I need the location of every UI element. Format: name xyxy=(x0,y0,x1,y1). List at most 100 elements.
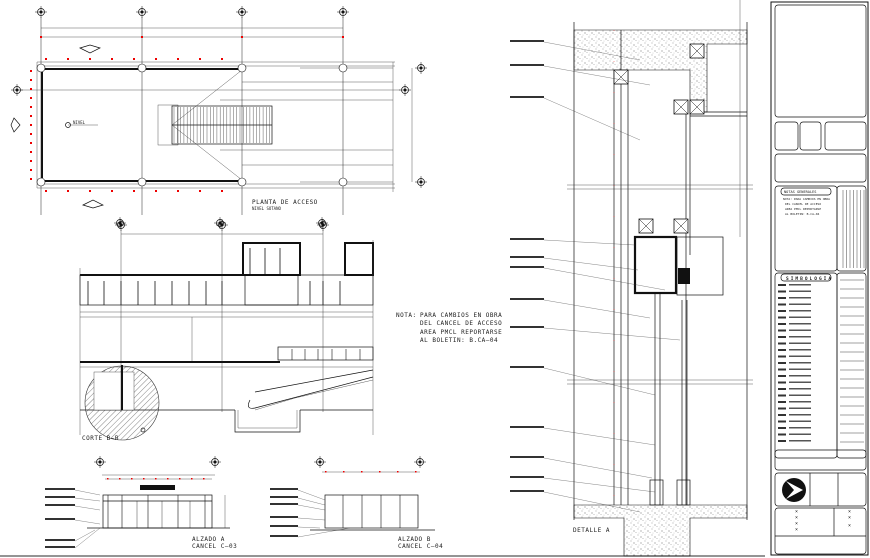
grid-bubble-dot xyxy=(98,460,102,464)
symbol-description xyxy=(789,342,811,344)
note-line: DEL CANCEL DE ACCESO xyxy=(420,320,502,327)
symbol xyxy=(778,427,786,429)
dimension-marker xyxy=(30,178,32,180)
note-line: AL BOLETIN: B.CA—04 xyxy=(420,337,498,344)
annotation-text xyxy=(510,426,544,428)
elevation-b-title: ALZADO B xyxy=(398,536,431,543)
leader-line xyxy=(543,477,656,493)
grid-bubble-dot xyxy=(341,10,345,14)
annotation-text xyxy=(510,298,544,300)
grid-bubble-dot xyxy=(220,223,224,227)
leader-line xyxy=(74,505,101,511)
symbol-description xyxy=(789,323,811,325)
annotation-text xyxy=(270,503,298,505)
general-note: NOTA: PARA CAMBIOS EN OBRA DEL CANCEL DE… xyxy=(396,312,502,344)
section-b-b: CORTE B—B xyxy=(79,219,374,442)
dimension-marker xyxy=(167,478,169,480)
annotation-text xyxy=(510,238,544,240)
plan-subtitle: NIVEL SOTANO xyxy=(252,206,281,211)
leader-line xyxy=(543,327,681,341)
symbol xyxy=(778,342,786,345)
elevation-b-subtitle: CANCEL C—04 xyxy=(398,543,443,550)
elevation-b: ALZADO B CANCEL C—04 xyxy=(270,456,443,550)
dimension-marker xyxy=(30,88,32,90)
dimension-marker xyxy=(415,471,417,473)
symbol xyxy=(778,297,786,299)
dimension-marker xyxy=(143,478,145,480)
symbol xyxy=(778,394,786,397)
annotation-text xyxy=(45,504,75,506)
symbol-description xyxy=(789,381,811,383)
annotation-text xyxy=(270,516,298,518)
symbol-description xyxy=(789,394,811,396)
annotation-text xyxy=(510,326,544,328)
column xyxy=(137,63,147,73)
annotation-text xyxy=(45,518,75,520)
leader-line xyxy=(543,239,636,246)
annotation-text xyxy=(45,488,75,490)
symbol xyxy=(778,420,786,423)
annotation-text xyxy=(45,496,75,498)
dimension-marker xyxy=(379,471,381,473)
symbol xyxy=(778,336,786,338)
symbol xyxy=(778,440,786,442)
cross-mark: × xyxy=(848,515,851,521)
symbol xyxy=(778,355,786,358)
leader-line xyxy=(543,457,653,479)
dimension-marker xyxy=(119,478,121,480)
blocking-cross xyxy=(613,69,629,85)
annotation-text xyxy=(510,366,544,368)
column xyxy=(338,63,348,73)
grid-bubble-dot xyxy=(418,460,422,464)
column xyxy=(137,177,147,187)
detail-callout-tag xyxy=(140,427,146,433)
annotation-text xyxy=(510,40,544,42)
elevation-a-subtitle: CANCEL C—03 xyxy=(192,543,237,550)
grid-bubble-dot xyxy=(419,66,423,70)
symbol xyxy=(778,349,786,351)
symbol xyxy=(778,316,786,319)
symbol xyxy=(778,284,786,286)
dimension-marker xyxy=(30,79,32,81)
annotation-text xyxy=(270,525,298,527)
annotation-text xyxy=(270,488,298,490)
dimension-marker xyxy=(67,190,69,192)
symbol-description xyxy=(789,388,811,390)
grid-bubble-dot xyxy=(140,10,144,14)
title-note-line: AL BOLETIN: B.CA—04 xyxy=(785,212,820,216)
leader-line xyxy=(543,367,656,396)
column xyxy=(36,177,46,187)
detail-a: DETALLE A xyxy=(510,0,753,557)
dimension-marker xyxy=(199,190,201,192)
dimension-marker xyxy=(155,58,157,60)
blocking-cross xyxy=(689,99,705,115)
dimension-marker xyxy=(89,58,91,60)
symbol xyxy=(778,381,786,384)
leader-line xyxy=(297,526,321,529)
symbol-description xyxy=(789,375,811,377)
dimension-marker xyxy=(30,151,32,153)
blocking-cross xyxy=(638,218,654,234)
leader-line xyxy=(297,497,326,506)
dimension-marker xyxy=(177,58,179,60)
symbology-heading: SIMBOLOGIA xyxy=(786,276,833,282)
dimension-marker xyxy=(30,70,32,72)
blocking-cross xyxy=(689,43,705,59)
symbol xyxy=(778,290,786,293)
leader-line xyxy=(74,497,101,502)
leader-line xyxy=(543,491,641,513)
annotation-text xyxy=(510,266,544,268)
section-arrow-left xyxy=(10,117,21,133)
symbol xyxy=(778,433,786,436)
note-line: AREA PMCL REPORTARSE xyxy=(420,329,502,336)
dimension-marker xyxy=(221,190,223,192)
column xyxy=(338,177,348,187)
dimension-marker xyxy=(203,478,205,480)
dimension-marker xyxy=(199,58,201,60)
symbol-description xyxy=(789,284,811,286)
dimension-marker xyxy=(30,97,32,99)
symbol-description xyxy=(789,401,811,403)
symbol-description xyxy=(789,433,811,435)
dimension-marker xyxy=(361,471,363,473)
grid-bubble-dot xyxy=(15,88,19,92)
